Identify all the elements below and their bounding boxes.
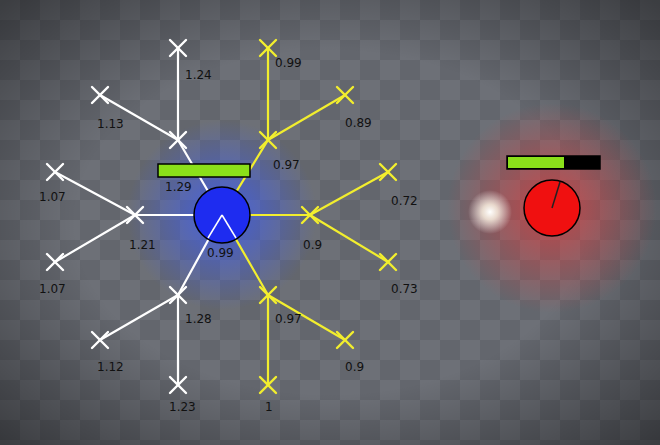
weight-value: 0.97 [272, 158, 301, 172]
health-bar [158, 164, 250, 177]
weight-value: 0.99 [274, 56, 303, 70]
weight-value: 1.28 [184, 312, 213, 326]
x-marker [380, 164, 396, 180]
x-marker [380, 164, 396, 180]
enemy-heading [552, 182, 560, 208]
weight-value: 0.9 [344, 360, 365, 374]
weight-value: 1.07 [38, 190, 67, 204]
x-marker [170, 132, 186, 148]
weight-value: 0.9 [302, 238, 323, 252]
x-marker [337, 87, 353, 103]
weight-value: 0.73 [390, 282, 419, 296]
x-marker [260, 132, 276, 148]
x-marker [170, 132, 186, 148]
red-glow [447, 103, 657, 313]
x-marker [92, 87, 108, 103]
x-marker [170, 287, 186, 303]
weight-value: 1.23 [168, 400, 197, 414]
weight-value: 1.12 [96, 360, 125, 374]
player-heading [208, 215, 222, 238]
enemy-circle [524, 180, 580, 236]
target-glow [468, 190, 512, 234]
weight-value: 1.29 [164, 180, 193, 194]
player-heading [222, 215, 236, 238]
weight-value: 1.21 [128, 238, 157, 252]
x-marker [260, 132, 276, 148]
x-marker [337, 87, 353, 103]
x-marker [337, 332, 353, 348]
x-marker [302, 207, 318, 223]
x-marker [127, 207, 143, 223]
x-marker [337, 332, 353, 348]
x-marker [260, 377, 276, 393]
x-marker [47, 254, 63, 270]
x-marker [92, 87, 108, 103]
x-marker [47, 164, 63, 180]
x-marker [260, 287, 276, 303]
x-marker [380, 254, 396, 270]
x-marker [170, 377, 186, 393]
x-marker [92, 332, 108, 348]
x-marker [92, 332, 108, 348]
x-marker [260, 40, 276, 56]
weight-value: 1.13 [96, 117, 125, 131]
weight-value: 0.99 [206, 246, 235, 260]
health-bar [508, 157, 564, 168]
blue-glow [127, 120, 317, 310]
x-marker [47, 164, 63, 180]
weight-value: 0.72 [390, 194, 419, 208]
weight-value: 0.97 [274, 312, 303, 326]
health-bar-bg [507, 156, 600, 169]
weight-value: 1.07 [38, 282, 67, 296]
x-marker [47, 254, 63, 270]
x-marker [170, 40, 186, 56]
x-marker [170, 287, 186, 303]
x-markers [47, 40, 396, 393]
x-marker [380, 254, 396, 270]
x-marker [302, 207, 318, 223]
weight-value: 1 [264, 400, 274, 414]
x-marker [170, 377, 186, 393]
x-marker [170, 40, 186, 56]
x-marker [260, 377, 276, 393]
weight-value: 1.24 [184, 68, 213, 82]
weight-value: 0.89 [344, 116, 373, 130]
x-marker [260, 40, 276, 56]
player-circle [194, 187, 250, 243]
x-marker [127, 207, 143, 223]
x-marker [260, 287, 276, 303]
